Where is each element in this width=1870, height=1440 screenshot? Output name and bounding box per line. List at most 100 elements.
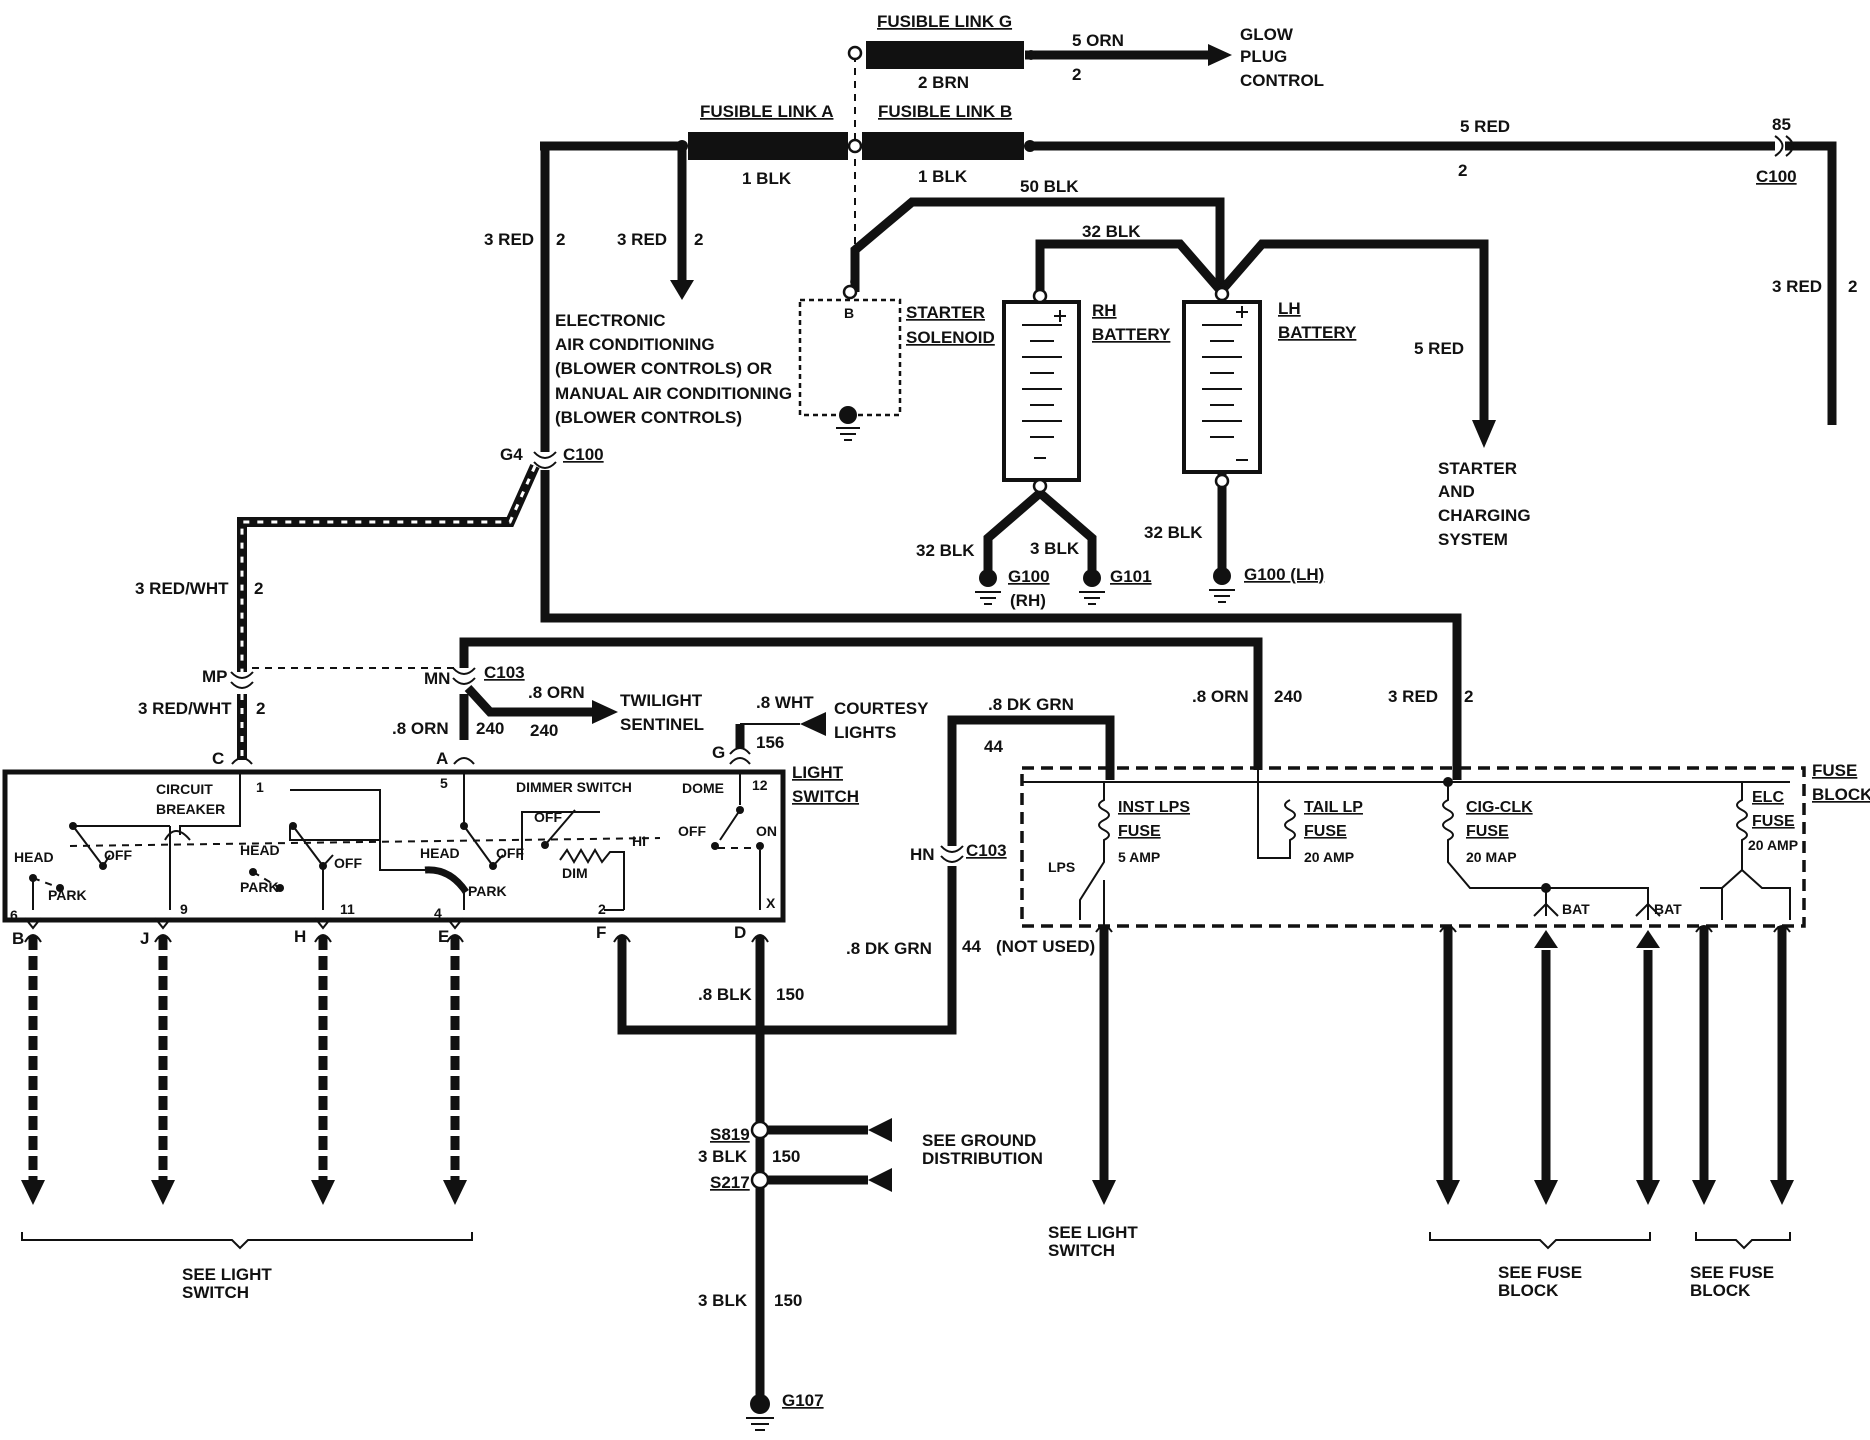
fusible-link-a xyxy=(688,132,848,160)
wire-label: 3 BLK xyxy=(698,1147,748,1166)
eac-label: MANUAL AIR CONDITIONING xyxy=(555,384,792,403)
glow-plug-label: GLOW xyxy=(1240,25,1294,44)
see-light-switch-label: SWITCH xyxy=(1048,1241,1115,1260)
eac-label: ELECTRONIC xyxy=(555,311,666,330)
switch-position-label: HEAD xyxy=(14,849,54,865)
wire-label: .8 WHT xyxy=(756,693,814,712)
splice-node xyxy=(1026,50,1036,60)
pin-number: 2 xyxy=(598,901,606,917)
rh-battery-label: BATTERY xyxy=(1092,325,1171,344)
ground-dist-arrow-icon xyxy=(868,1118,892,1142)
wire-number: 2 xyxy=(694,230,703,249)
lh-battery-label: BATTERY xyxy=(1278,323,1357,342)
dome-label: DOME xyxy=(682,780,724,796)
pin-label: A xyxy=(436,749,448,768)
ground-label: G100 xyxy=(1008,567,1050,586)
connector-pin-label: MN xyxy=(424,669,450,688)
rh-battery-label: RH xyxy=(1092,301,1117,320)
wire-number: 240 xyxy=(530,721,558,740)
wire-label: .8 ORN xyxy=(1192,687,1249,706)
wire-label: .8 ORN xyxy=(392,719,449,738)
not-used-label: (NOT USED) xyxy=(996,937,1095,956)
wire-label: .8 DK GRN xyxy=(988,695,1074,714)
wire-number: 2 xyxy=(1072,65,1081,84)
light-switch-internals xyxy=(29,772,764,911)
see-fuse-block-label: BLOCK xyxy=(1690,1281,1751,1300)
fuse-label: FUSE xyxy=(1752,813,1795,830)
wire-label: 2 BRN xyxy=(918,73,969,92)
fuse-label: CIG-CLK xyxy=(1466,799,1533,816)
wire-label: 3 RED xyxy=(1388,687,1438,706)
splice-label: S819 xyxy=(710,1125,750,1144)
fusible-link-g xyxy=(866,41,1024,69)
eac-label: (BLOWER CONTROLS) OR xyxy=(555,359,772,378)
circuit-breaker-label: CIRCUIT xyxy=(156,781,213,797)
switch-position-label: PARK xyxy=(240,879,279,895)
pin-label: F xyxy=(596,923,606,942)
see-light-switch-label: SWITCH xyxy=(182,1283,249,1302)
courtesy-label: LIGHTS xyxy=(834,723,896,742)
wire-label: 3 BLK xyxy=(698,1291,748,1310)
wire-label: 1 BLK xyxy=(742,169,792,188)
pin-number: 9 xyxy=(180,901,188,917)
switch-position-label: ON xyxy=(756,823,777,839)
connector-label: C103 xyxy=(966,841,1007,860)
wire-label: 3 BLK xyxy=(1030,539,1080,558)
eac-arrow-icon xyxy=(670,280,694,300)
pin-label: C xyxy=(212,749,224,768)
starter-solenoid-label: SOLENOID xyxy=(906,328,995,347)
splice-node xyxy=(1024,140,1036,152)
switch-position-label: OFF xyxy=(678,823,706,839)
ground-dist-arrow-icon xyxy=(868,1168,892,1192)
light-switch-output-wires xyxy=(21,715,1115,1395)
switch-position-label: OFF xyxy=(334,855,362,871)
switch-position-label: PARK xyxy=(48,887,87,903)
ground-splices xyxy=(746,1118,892,1431)
wire-label: 5 RED xyxy=(1460,117,1510,136)
wire-number: 2 xyxy=(1848,277,1857,296)
fuse-label: FUSE xyxy=(1466,823,1509,840)
connector-label: C103 xyxy=(484,663,525,682)
starter-charging-label: CHARGING xyxy=(1438,506,1531,525)
courtesy-label: COURTESY xyxy=(834,699,929,718)
light-switch-box xyxy=(2,769,786,923)
wire-number: 150 xyxy=(774,1291,802,1310)
battery-wiring xyxy=(850,197,1496,570)
pin-number: 12 xyxy=(752,777,768,793)
fusible-link-a-label: FUSIBLE LINK A xyxy=(700,102,833,121)
fuse-label: FUSE xyxy=(1118,823,1161,840)
rh-battery-neg-terminal xyxy=(1032,478,1048,494)
wire-label: 1 BLK xyxy=(918,167,968,186)
wire-label: 3 RED xyxy=(484,230,534,249)
ground-dist-label: DISTRIBUTION xyxy=(922,1149,1043,1168)
wire-label: 32 BLK xyxy=(916,541,975,560)
splice-node xyxy=(847,138,863,154)
ground-dist-label: SEE GROUND xyxy=(922,1131,1036,1150)
wire-number: 2 xyxy=(556,230,565,249)
eac-label: (BLOWER CONTROLS) xyxy=(555,408,742,427)
light-switch-label: LIGHT xyxy=(792,763,844,782)
pin-label: H xyxy=(294,927,306,946)
top-feed-wiring xyxy=(540,44,1837,780)
pin-number: 11 xyxy=(340,901,355,917)
fuse-label: ELC xyxy=(1752,789,1784,806)
connector-label: C100 xyxy=(563,445,604,464)
twilight-label: SENTINEL xyxy=(620,715,704,734)
fuse-rating: 20 AMP xyxy=(1304,849,1354,865)
ground-label: G107 xyxy=(782,1391,824,1410)
twilight-arrow-icon xyxy=(592,700,618,724)
splice-node xyxy=(676,140,688,152)
fuse-label: INST LPS xyxy=(1118,799,1190,816)
wire-label: 3 RED/WHT xyxy=(135,579,229,598)
splice-node xyxy=(847,45,863,61)
wire-number: 2 xyxy=(254,579,263,598)
wire-number: 240 xyxy=(1274,687,1302,706)
fuse-output-label: LPS xyxy=(1048,859,1075,875)
glow-plug-label: CONTROL xyxy=(1240,71,1324,90)
eac-label: AIR CONDITIONING xyxy=(555,335,715,354)
fuse-block-output-wires xyxy=(1092,925,1794,1205)
fusible-link-b xyxy=(862,132,1024,160)
circuit-breaker-label: BREAKER xyxy=(156,801,225,817)
switch-position-label: OFF xyxy=(104,847,132,863)
